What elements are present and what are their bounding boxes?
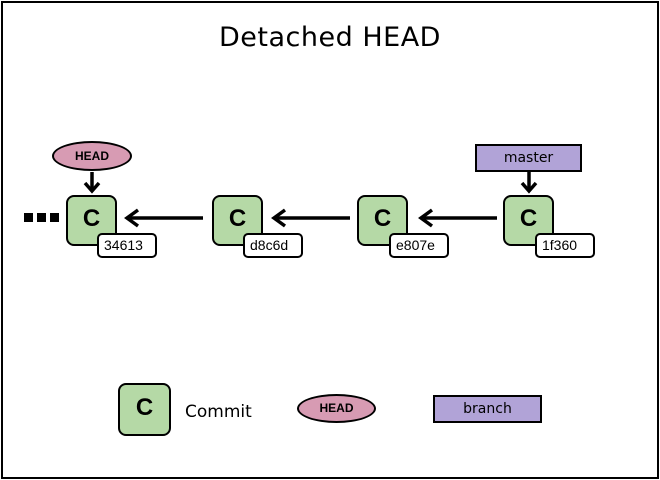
commit-hash: 34613 [97, 233, 157, 258]
legend-commit-symbol: C [118, 383, 171, 436]
commit-hash: d8c6d [243, 233, 303, 258]
commit-symbol: C [228, 205, 247, 232]
branch-pointer-arrow [520, 172, 538, 194]
branch-ref-master: master [475, 144, 582, 172]
parent-arrow-e807e-to-d8c6d [271, 208, 350, 228]
head-ref-label: HEAD [74, 149, 109, 163]
legend-commit-label: Commit [185, 402, 252, 422]
legend-head-symbol: HEAD [297, 394, 376, 423]
parent-arrow-d8c6d-to-34613 [124, 208, 203, 228]
commit-symbol: C [373, 205, 392, 232]
legend-branch-label: branch [463, 401, 512, 417]
branch-ref-label: master [503, 150, 554, 166]
history-ellipsis-icon [24, 213, 59, 222]
legend-head-label: HEAD [319, 401, 354, 415]
legend-branch-symbol: branch [433, 395, 542, 423]
head-pointer-arrow [83, 172, 101, 194]
diagram-title: Detached HEAD [219, 22, 441, 53]
head-ref: HEAD [52, 141, 132, 171]
parent-arrow-1f360-to-e807e [418, 208, 497, 228]
commit-symbol: C [82, 205, 101, 232]
commit-hash: 1f360 [535, 233, 595, 258]
commit-hash: e807e [389, 233, 449, 258]
commit-symbol: C [519, 205, 538, 232]
legend-commit-letter: C [135, 394, 154, 421]
